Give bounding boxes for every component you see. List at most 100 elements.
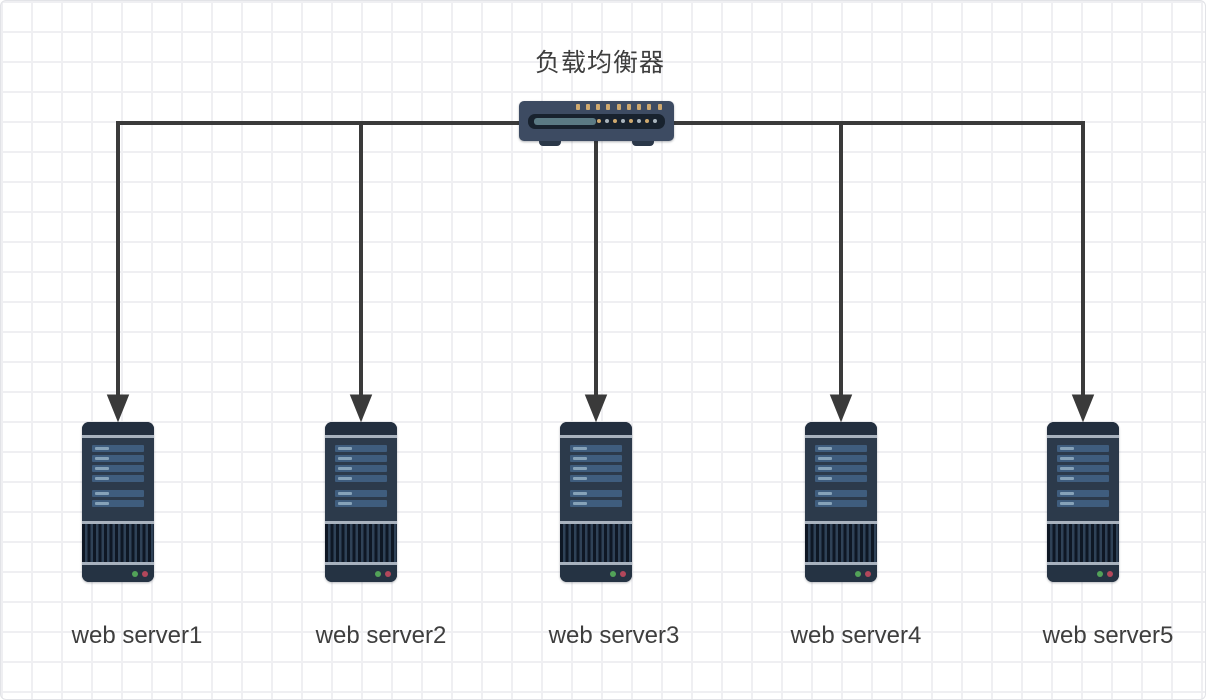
server-separator <box>82 521 154 524</box>
drive-bay-icon <box>1057 465 1109 472</box>
server-node[interactable] <box>82 422 154 582</box>
server-node[interactable] <box>1047 422 1119 582</box>
drive-bay-icon <box>570 475 622 482</box>
lb-port-icon <box>596 104 600 110</box>
lb-led-icon <box>596 119 601 123</box>
lb-screen-bar-icon <box>533 118 596 125</box>
lb-port-icon <box>637 104 641 110</box>
server-label: web server3 <box>548 622 680 649</box>
lb-port-icon <box>585 104 590 110</box>
lb-foot-icon <box>538 141 561 146</box>
drive-bay-icon <box>1057 500 1109 507</box>
server-footer <box>1047 564 1119 582</box>
server-node[interactable] <box>805 422 877 582</box>
drive-bay-icon <box>815 445 867 452</box>
server-separator <box>805 435 877 438</box>
lb-led-row-icon <box>596 119 657 123</box>
drive-bay-icon <box>335 490 387 497</box>
lb-led-icon <box>636 119 641 123</box>
load-balancer-label: 负载均衡器 <box>534 49 666 77</box>
drive-bay-icon <box>570 445 622 452</box>
drive-bay-icon <box>335 465 387 472</box>
lb-port-icon <box>626 104 631 110</box>
lb-port-icon <box>647 104 652 110</box>
server-drive-bays-icon <box>815 445 867 510</box>
server-separator <box>325 435 397 438</box>
lb-port-icon <box>575 104 580 110</box>
server-label: web server4 <box>790 622 922 649</box>
lb-led-icon <box>628 119 633 123</box>
led-red-icon <box>1107 570 1113 577</box>
arrowhead-icon <box>584 394 608 423</box>
server-separator <box>1047 521 1119 524</box>
lb-foot-icon <box>631 141 654 146</box>
lb-port-icon <box>606 104 611 110</box>
server-node[interactable] <box>325 422 397 582</box>
arrowhead-icon <box>829 394 853 423</box>
drive-bay-icon <box>815 455 867 462</box>
server-drive-bays-icon <box>335 445 387 510</box>
server-drive-bays-icon <box>92 445 144 510</box>
server-top-panel <box>560 422 632 435</box>
server-separator <box>805 521 877 524</box>
server-separator <box>325 521 397 524</box>
server-vent-grill-icon <box>1047 523 1119 562</box>
drive-bay-icon <box>1057 445 1109 452</box>
server-footer <box>82 564 154 582</box>
server-footer <box>325 564 397 582</box>
server-vent-grill-icon <box>82 523 154 562</box>
led-green-icon <box>375 570 381 577</box>
lb-led-icon <box>604 119 609 123</box>
lb-led-icon <box>612 119 617 123</box>
lb-port-icon <box>616 104 621 110</box>
led-red-icon <box>865 570 871 577</box>
server-separator <box>82 435 154 438</box>
drive-bay-icon <box>815 500 867 507</box>
server-label: web server1 <box>71 622 203 649</box>
server-separator <box>325 562 397 565</box>
drive-bay-icon <box>1057 490 1109 497</box>
drive-bay-icon <box>92 490 144 497</box>
server-separator <box>560 521 632 524</box>
server-top-panel <box>1047 422 1119 435</box>
server-top-panel <box>82 422 154 435</box>
server-vent-grill-icon <box>560 523 632 562</box>
arrowhead-icon <box>106 394 130 423</box>
server-separator <box>560 435 632 438</box>
server-separator <box>1047 562 1119 565</box>
led-green-icon <box>1097 570 1103 577</box>
lb-led-icon <box>644 119 649 123</box>
server-label: web server5 <box>1042 622 1174 649</box>
server-footer <box>560 564 632 582</box>
drive-bay-icon <box>92 465 144 472</box>
arrowhead-icon <box>349 394 373 423</box>
server-vent-grill-icon <box>325 523 397 562</box>
drive-bay-icon <box>815 490 867 497</box>
server-separator <box>82 562 154 565</box>
server-drive-bays-icon <box>570 445 622 510</box>
server-label: web server2 <box>315 622 447 649</box>
arrowhead-icon <box>1071 394 1095 423</box>
drive-bay-icon <box>570 465 622 472</box>
drive-bay-icon <box>815 465 867 472</box>
drive-bay-icon <box>335 455 387 462</box>
load-balancer-node[interactable] <box>518 101 674 146</box>
drive-bay-icon <box>335 475 387 482</box>
server-separator <box>560 562 632 565</box>
drive-bay-icon <box>815 475 867 482</box>
server-node[interactable] <box>560 422 632 582</box>
drive-bay-icon <box>570 500 622 507</box>
led-green-icon <box>132 570 138 577</box>
drive-bay-icon <box>92 500 144 507</box>
lb-port-row-icon <box>575 104 662 110</box>
lb-led-icon <box>652 119 657 123</box>
server-top-panel <box>805 422 877 435</box>
server-top-panel <box>325 422 397 435</box>
server-separator <box>805 562 877 565</box>
drive-bay-icon <box>335 500 387 507</box>
lb-front-panel <box>527 114 665 129</box>
drive-bay-icon <box>570 455 622 462</box>
lb-port-icon <box>657 104 662 110</box>
drive-bay-icon <box>92 445 144 452</box>
